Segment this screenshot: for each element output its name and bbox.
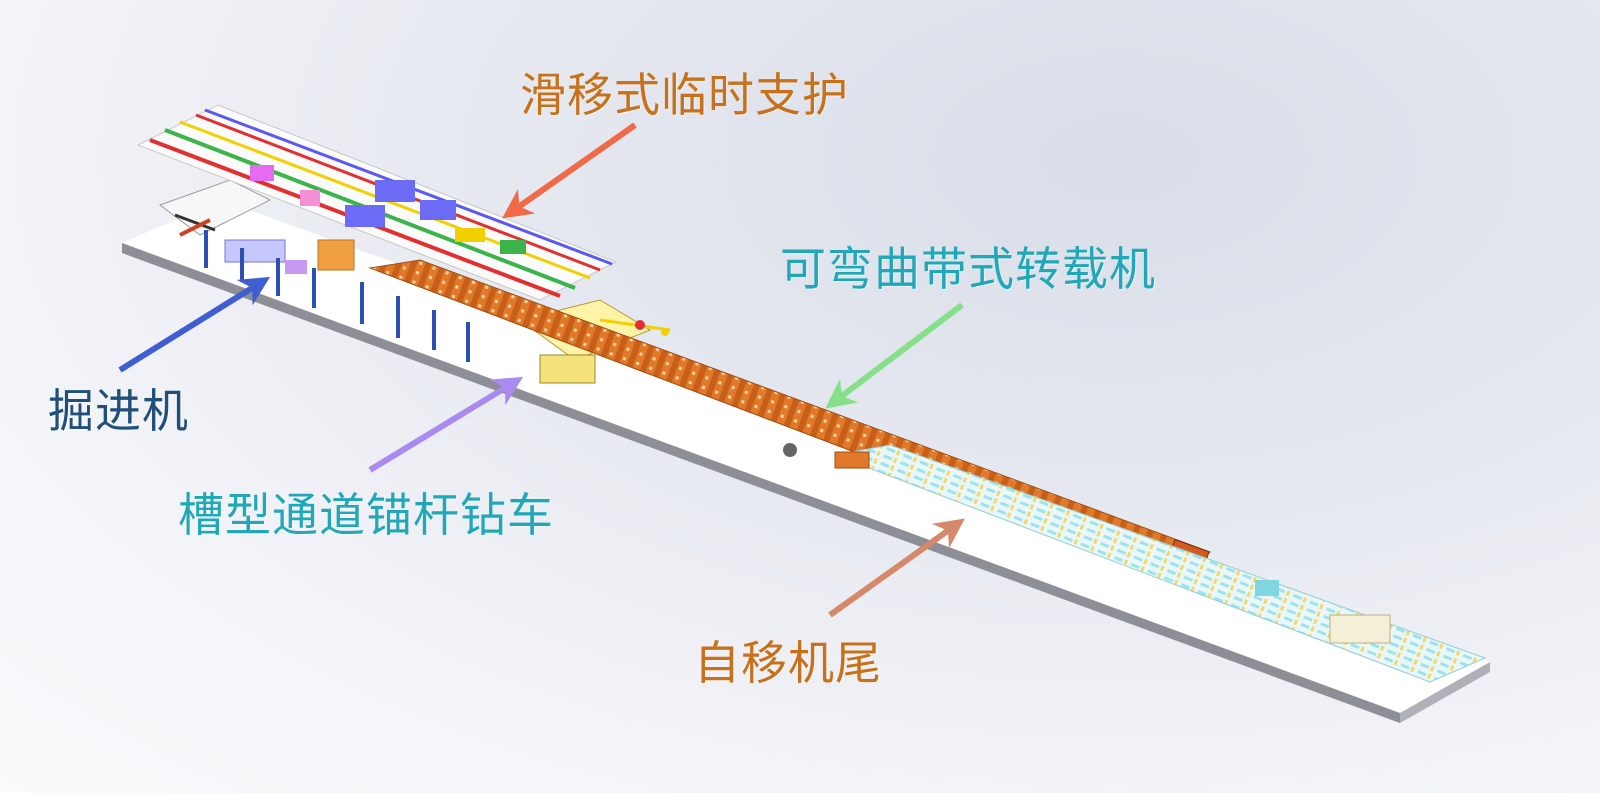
- arrow-anchor-bolter: [368, 376, 524, 473]
- roadheader-machine: [158, 179, 307, 274]
- label-self-moving-tail: 自移机尾: [694, 636, 882, 690]
- label-roadheader: 掘进机: [48, 384, 189, 438]
- label-anchor-bolter: 槽型通道锚杆钻车: [178, 488, 554, 542]
- arrow-roadheader: [118, 276, 271, 373]
- arrow-bendable-conveyor: [825, 302, 964, 409]
- floor-slab: [122, 200, 1490, 723]
- label-bendable-belt-conveyor: 可弯曲带式转载机: [780, 242, 1156, 296]
- self-moving-tail: [833, 444, 1487, 683]
- arrow-self-moving-tail: [828, 518, 965, 618]
- sliding-temporary-support: [136, 104, 618, 301]
- arrow-sliding-support: [502, 122, 637, 219]
- support-legs: [204, 230, 470, 362]
- label-sliding-temporary-support: 滑移式临时支护: [520, 68, 849, 122]
